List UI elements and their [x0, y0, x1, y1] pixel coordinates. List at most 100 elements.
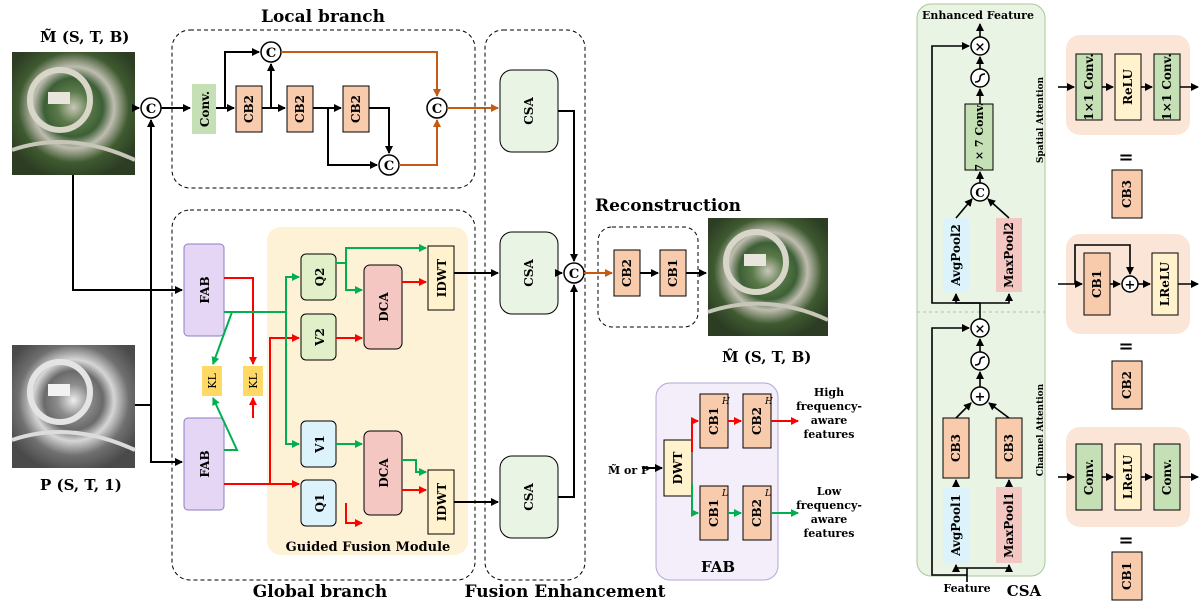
local-branch-arrows	[132, 48, 499, 169]
svg-text:DWT: DWT	[671, 452, 685, 485]
svg-text:frequency-: frequency-	[796, 400, 862, 413]
q2-block: Q2	[300, 253, 337, 301]
cb2-equals: =	[1118, 336, 1133, 357]
svg-text:1×1 Conv.: 1×1 Conv.	[1082, 53, 1096, 120]
svg-text:C: C	[384, 159, 394, 174]
local-cb2-block-2: CB2	[286, 85, 314, 133]
low-frequency-label: Low frequency- aware features	[796, 485, 862, 540]
cb1-def-lrelu: LReLU	[1114, 443, 1142, 511]
csa-block-top: CSA	[499, 69, 559, 153]
svg-text:Low: Low	[817, 485, 842, 498]
global-red-arrows	[224, 277, 427, 527]
v1-block: V1	[300, 420, 337, 468]
high-frequency-label: High frequency- aware features	[796, 386, 862, 441]
spatial-times-node: ×	[970, 36, 990, 56]
cb1-def-conv2: Conv.	[1153, 443, 1181, 511]
fab-block-top: FAB	[183, 243, 225, 337]
svg-text:C: C	[975, 186, 985, 200]
svg-text:CB3: CB3	[1120, 180, 1134, 208]
svg-text:features: features	[804, 428, 855, 441]
global-branch-title: Global branch	[253, 582, 388, 602]
avgpool1-block: AvgPool1	[943, 487, 969, 563]
svg-text:CB1: CB1	[707, 499, 721, 527]
svg-text:frequency-: frequency-	[796, 499, 862, 512]
fab-input-label: M̃ or P	[608, 464, 649, 477]
svg-text:1×1 Conv.: 1×1 Conv.	[1160, 53, 1174, 120]
maxpool1-block: MaxPool1	[996, 487, 1022, 563]
svg-text:CSA: CSA	[522, 483, 536, 511]
local-cb2-block-1: CB2	[235, 85, 263, 133]
input-multispectral-image	[11, 52, 136, 175]
svg-text:Conv.: Conv.	[1160, 459, 1174, 495]
svg-text:MaxPool1: MaxPool1	[1002, 492, 1016, 558]
cb1-equals: =	[1118, 530, 1133, 551]
cb2-def-cb1: CB1	[1083, 252, 1111, 316]
svg-text:FAB: FAB	[198, 450, 212, 477]
local-concat-top: C	[260, 41, 282, 63]
cb3-def-conv1: 1×1 Conv.	[1075, 53, 1103, 121]
cb3-def-relu: ReLU	[1114, 53, 1142, 121]
svg-text:×: ×	[975, 40, 986, 55]
kl-block-right: KL	[243, 366, 263, 396]
idwt-block-bottom: IDWT	[427, 469, 455, 535]
svg-text:C: C	[266, 46, 276, 61]
svg-text:aware: aware	[811, 513, 848, 526]
reconstruction-frame	[597, 226, 699, 328]
fusion-arrows	[454, 110, 578, 506]
svg-text:CB2: CB2	[1120, 371, 1134, 399]
spatial-attention-label: Spatial Attention	[1036, 76, 1046, 163]
cb1-def-conv1: Conv.	[1075, 443, 1103, 511]
output-fused-image	[707, 218, 829, 336]
recon-cb1-block: CB1	[659, 249, 687, 297]
svg-text:×: ×	[975, 322, 986, 337]
fab-detail-arrows	[642, 417, 799, 517]
svg-text:CB2: CB2	[750, 499, 764, 527]
fab-cb2-high: CB2 H	[742, 393, 773, 449]
fab-cb1-high: CB1 H	[699, 393, 730, 449]
svg-text:C: C	[432, 102, 442, 117]
global-green-arrows	[211, 244, 427, 476]
fab-detail-title: FAB	[701, 558, 735, 576]
svg-text:CB2: CB2	[349, 95, 363, 123]
output-label: M̂ (S, T, B)	[722, 348, 811, 366]
conv7-block: 7 × 7 Conv.	[964, 102, 994, 172]
input-concat-node: C	[140, 97, 162, 119]
svg-text:CB3: CB3	[1002, 434, 1016, 462]
svg-text:CSA: CSA	[522, 259, 536, 287]
svg-text:LReLU: LReLU	[1158, 261, 1172, 306]
spatial-concat-node: C	[970, 182, 990, 202]
svg-text:IDWT: IDWT	[435, 483, 449, 521]
svg-text:V2: V2	[313, 328, 327, 347]
svg-text:CB3: CB3	[949, 434, 963, 462]
guided-fusion-module-title: Guided Fusion Module	[286, 540, 451, 555]
avgpool2-block: AvgPool2	[943, 218, 969, 292]
channel-times-node: ×	[970, 318, 990, 338]
svg-text:CB1: CB1	[1090, 270, 1104, 298]
svg-text:H: H	[721, 397, 730, 407]
spatial-sigmoid-node	[970, 68, 990, 88]
svg-text:Q2: Q2	[313, 268, 327, 287]
svg-text:LReLU: LReLU	[1121, 454, 1135, 499]
svg-text:DCA: DCA	[377, 292, 391, 322]
csa-cb3-left: CB3	[942, 417, 970, 479]
csa-detail-arrows	[931, 23, 1013, 582]
svg-text:CB1: CB1	[666, 259, 680, 287]
channel-attention-label: Channel Attention	[1036, 383, 1046, 476]
svg-text:CB2: CB2	[750, 407, 764, 435]
fab-cb1-low: CB1 L	[699, 485, 729, 541]
svg-text:ReLU: ReLU	[1121, 69, 1135, 105]
reconstruction-title: Reconstruction	[595, 196, 741, 216]
enhanced-feature-label: Enhanced Feature	[922, 9, 1034, 22]
recon-cb2-block: CB2	[613, 249, 641, 297]
dca-block-top: DCA	[363, 264, 403, 350]
fab-block-bottom: FAB	[183, 417, 225, 511]
svg-text:C: C	[146, 102, 156, 117]
svg-text:KL: KL	[247, 373, 260, 389]
fusion-concat-node: C	[563, 262, 585, 284]
idwt-block-top: IDWT	[427, 245, 455, 311]
csa-detail-title: CSA	[1007, 582, 1042, 600]
conv-block: Conv.	[192, 84, 216, 134]
cb3-equals: =	[1118, 147, 1133, 168]
svg-text:H: H	[764, 397, 773, 407]
